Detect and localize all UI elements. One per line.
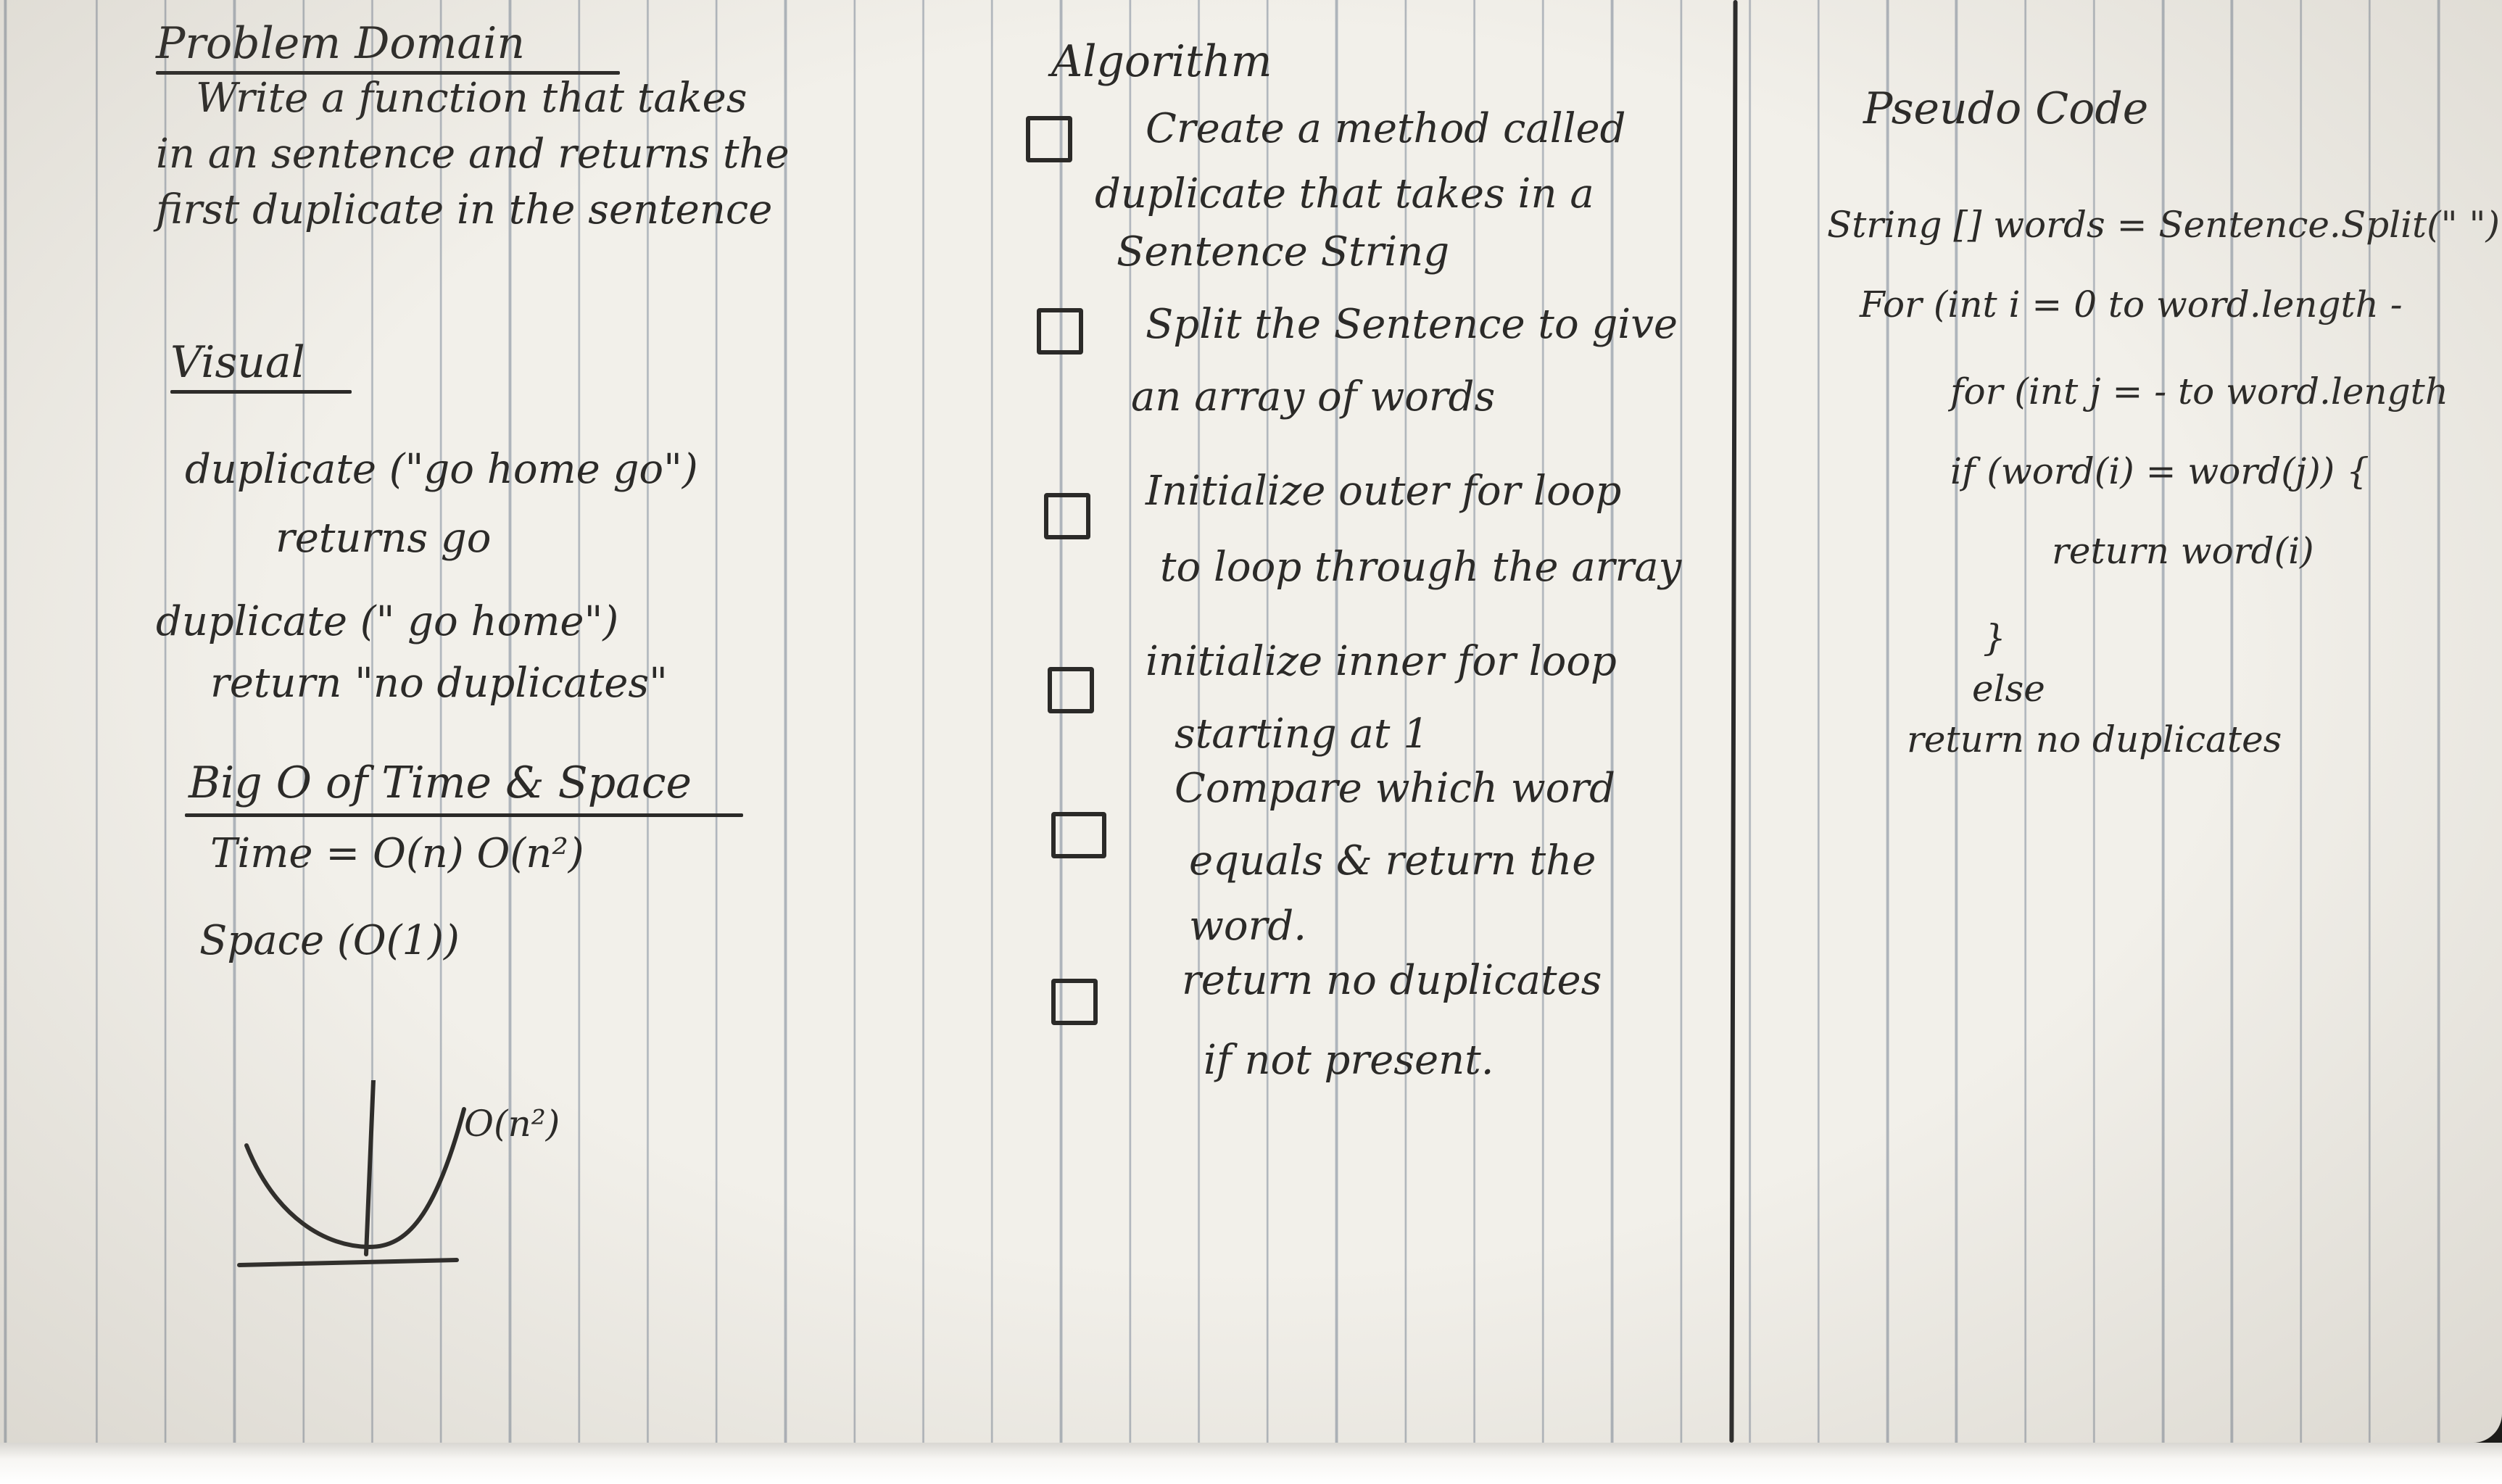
- visual-line-1: duplicate ("go home go"): [185, 446, 698, 493]
- step-1-line-1: Create a method called: [1146, 105, 1626, 152]
- step-3-line-2: to loop through the array: [1160, 544, 1682, 591]
- visual-underline: [170, 390, 352, 394]
- step-4-checkbox[interactable]: [1048, 667, 1094, 713]
- step-1-line-3: Sentence String: [1117, 228, 1450, 275]
- step-5-checkbox[interactable]: [1051, 812, 1106, 858]
- visual-title: Visual: [170, 337, 305, 388]
- pseudo-code-line-1: String [] words = Sentence.Split(" "): [1827, 204, 2501, 246]
- problem-domain-line-1: Write a function that takes: [196, 75, 747, 122]
- step-5-line-3: word.: [1189, 903, 1307, 950]
- pseudo-code-line-8: return no duplicates: [1907, 718, 2282, 760]
- desk-surface: [0, 1443, 2502, 1484]
- step-3-checkbox[interactable]: [1044, 493, 1090, 539]
- step-1-line-2: duplicate that takes in a: [1095, 170, 1594, 217]
- step-4-line-1: initialize inner for loop: [1146, 638, 1617, 685]
- visual-line-2: returns go: [276, 515, 492, 562]
- complexity-curve: [244, 1107, 466, 1250]
- step-2-line-2: an array of words: [1131, 373, 1496, 420]
- visual-line-3: duplicate (" go home"): [156, 598, 619, 645]
- big-o-title: Big O of Time & Space: [189, 758, 692, 808]
- problem-domain-line-3: first duplicate in the sentence: [156, 186, 773, 233]
- visual-line-4: return "no duplicates": [210, 660, 668, 707]
- step-2-checkbox[interactable]: [1037, 308, 1083, 355]
- big-o-time: Time = O(n) O(n²): [210, 830, 584, 877]
- step-6-line-2: if not present.: [1204, 1037, 1494, 1084]
- problem-domain-underline: [156, 71, 620, 75]
- step-5-line-1: Compare which word: [1175, 765, 1616, 812]
- step-1-checkbox[interactable]: [1026, 116, 1072, 162]
- algorithm-title: Algorithm: [1051, 36, 1272, 87]
- complexity-sketch: [237, 1080, 466, 1267]
- pseudo-code-line-3: for (int j = - to word.length: [1950, 370, 2448, 413]
- complexity-axis-horizontal: [237, 1258, 459, 1267]
- step-5-line-2: equals & return the: [1189, 837, 1596, 884]
- pseudo-code-line-2: For (int i = 0 to word.length -: [1860, 283, 2403, 326]
- big-o-space: Space (O(1)): [199, 917, 460, 964]
- pseudo-code-line-5: return word(i): [2052, 530, 2314, 572]
- pseudo-code-line-4: if (word(i) = word(j)) {: [1950, 450, 2369, 492]
- step-6-checkbox[interactable]: [1051, 979, 1098, 1025]
- sketch-label: O(n²): [464, 1103, 560, 1145]
- pseudo-code-line-6: }: [1983, 617, 2006, 659]
- step-2-line-1: Split the Sentence to give: [1146, 301, 1678, 348]
- big-o-underline: [185, 813, 743, 817]
- step-4-line-2: starting at 1: [1175, 710, 1429, 758]
- pseudo-code-line-7: else: [1972, 668, 2045, 710]
- step-3-line-1: Initialize outer for loop: [1146, 468, 1622, 515]
- notebook-page: Problem Domain Write a function that tak…: [0, 0, 2502, 1443]
- margin-rule: [1729, 0, 1738, 1443]
- pseudo-code-title: Pseudo Code: [1863, 83, 2149, 134]
- step-6-line-1: return no duplicates: [1182, 957, 1602, 1004]
- complexity-axis-vertical: [364, 1080, 376, 1256]
- problem-domain-title: Problem Domain: [156, 18, 525, 69]
- problem-domain-line-2: in an sentence and returns the: [156, 130, 790, 178]
